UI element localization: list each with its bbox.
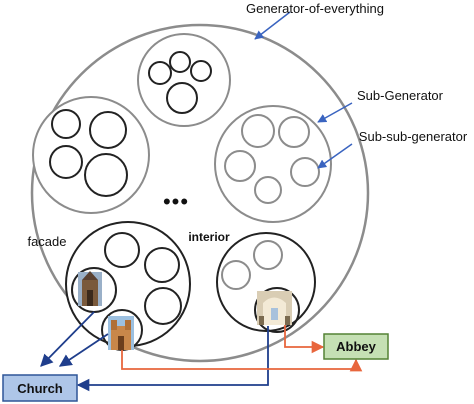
church-label: Church	[17, 381, 63, 396]
facade-label: facade	[27, 234, 66, 249]
sub-generator-label: Sub-Generator	[357, 88, 444, 103]
church-box: Church	[3, 375, 77, 401]
sub-sub-generator-label: Sub-sub-generator	[359, 129, 468, 144]
abbey-label: Abbey	[336, 339, 377, 354]
abbey-box: Abbey	[324, 334, 388, 359]
church-facade-photo	[78, 271, 102, 306]
abbey-facade-photo	[108, 316, 134, 350]
interior-label: interior	[188, 230, 230, 244]
pointer-arrow-generator	[255, 12, 290, 39]
ellipsis-dots: •••	[163, 189, 189, 214]
arrow-facade-to-church	[41, 312, 94, 366]
sub-generator-left	[33, 97, 149, 213]
generator-of-everything-label: Generator-of-everything	[246, 1, 384, 16]
church-interior-photo	[257, 291, 292, 325]
